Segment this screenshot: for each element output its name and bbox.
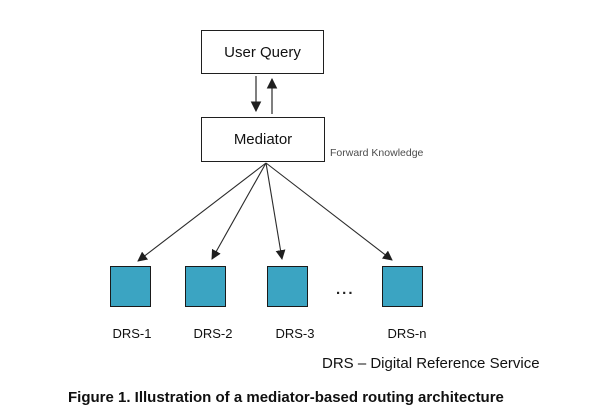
arrow-mediator-to-drs-1 (137, 162, 267, 262)
drs-n-label: DRS-n (387, 326, 427, 341)
forward-knowledge-label: Forward Knowledge (330, 147, 424, 159)
drs-2-label: DRS-2 (193, 326, 233, 341)
user-query-label: User Query (224, 43, 301, 61)
arrow-mediator-to-drs-n (265, 162, 393, 261)
user-query-box: User Query (201, 30, 324, 74)
drs-2-square (185, 266, 226, 307)
drs-3-square (267, 266, 308, 307)
drs-1-label: DRS-1 (112, 326, 152, 341)
arrow-mediator-to-drs-2 (211, 162, 267, 260)
legend-text: DRS – Digital Reference Service (322, 355, 540, 372)
mediator-box: Mediator (201, 117, 325, 162)
ellipsis-label: ... (336, 281, 355, 298)
arrow-mediator-to-drs-3 (265, 162, 286, 260)
drs-1-square (110, 266, 151, 307)
mediator-label: Mediator (233, 131, 293, 148)
figure-caption: Figure 1. Illustration of a mediator-bas… (68, 389, 504, 406)
drs-3-label: DRS-3 (275, 326, 315, 341)
drs-n-square (382, 266, 423, 307)
